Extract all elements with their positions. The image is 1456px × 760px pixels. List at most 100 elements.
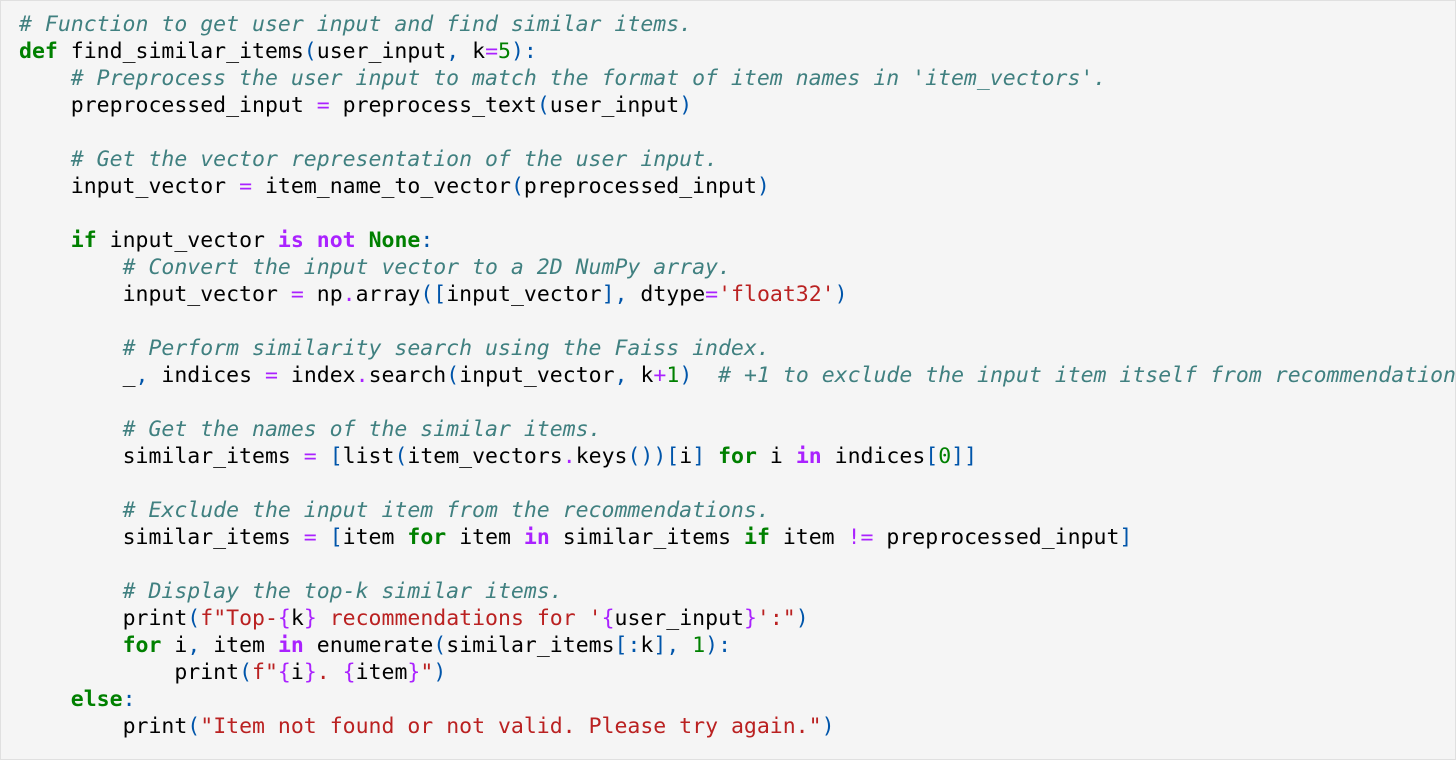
code-whitespace <box>19 444 123 469</box>
code-line: print(f"{i}. {item}") <box>19 659 1455 686</box>
code-operator: = <box>239 174 253 199</box>
code-whitespace <box>783 444 796 469</box>
code-line: preprocessed_input = preprocess_text(use… <box>19 92 1455 119</box>
code-identifier: dtype <box>640 282 706 307</box>
code-identifier: find_similar_items <box>70 39 304 64</box>
code-line: print("Item not found or not valid. Plea… <box>19 713 1455 740</box>
code-whitespace <box>19 147 71 172</box>
code-punctuation: ) <box>756 174 770 199</box>
code-string: 'float32' <box>718 282 835 307</box>
code-whitespace <box>356 228 369 253</box>
code-string: f" <box>252 660 278 685</box>
code-operator: { <box>342 660 356 685</box>
code-punctuation: ) <box>795 606 809 631</box>
code-whitespace <box>550 525 563 550</box>
code-punctuation: ): <box>510 39 537 64</box>
code-whitespace <box>705 444 718 469</box>
code-punctuation: ([ <box>420 282 447 307</box>
code-whitespace <box>19 687 71 712</box>
code-line: else: <box>19 686 1455 713</box>
code-whitespace <box>291 525 304 550</box>
code-operator: } <box>743 606 757 631</box>
code-whitespace <box>304 282 317 307</box>
code-line: # Get the vector representation of the u… <box>19 146 1455 173</box>
code-whitespace <box>511 525 524 550</box>
code-whitespace <box>679 633 692 658</box>
code-line: input_vector = item_name_to_vector(prepr… <box>19 173 1455 200</box>
code-identifier: user_input <box>316 39 447 64</box>
code-identifier: preprocessed_input <box>523 174 757 199</box>
code-operator: . <box>562 444 576 469</box>
code-whitespace <box>19 498 123 523</box>
code-identifier: list <box>342 444 395 469</box>
code-operator-word: in <box>523 525 550 550</box>
code-punctuation: ( <box>239 660 253 685</box>
code-punctuation: , <box>187 633 201 658</box>
code-line: # Display the top-k similar items. <box>19 578 1455 605</box>
code-punctuation: ) <box>834 282 848 307</box>
code-punctuation: ]] <box>951 444 978 469</box>
code-whitespace <box>835 525 848 550</box>
code-punctuation: [: <box>614 633 641 658</box>
code-comment: # Get the names of the similar items. <box>122 417 602 442</box>
code-operator: . <box>342 282 356 307</box>
code-operator: { <box>601 606 615 631</box>
code-punctuation: ) <box>433 660 447 685</box>
code-string: " <box>420 660 434 685</box>
code-identifier: input_vector <box>459 363 615 388</box>
code-identifier: indices <box>834 444 926 469</box>
code-comment: # Preprocess the user input to match the… <box>70 66 1107 91</box>
code-comment: # Function to get user input and find si… <box>19 12 693 37</box>
code-operator: { <box>277 660 291 685</box>
code-punctuation: [ <box>329 444 343 469</box>
code-punctuation: : <box>122 687 136 712</box>
code-operator: = <box>303 525 317 550</box>
code-identifier: k <box>290 606 304 631</box>
code-operator: . <box>355 363 369 388</box>
code-identifier: keys <box>575 444 628 469</box>
code-identifier: print <box>174 660 240 685</box>
code-identifier: i <box>769 444 783 469</box>
code-operator: = <box>290 282 304 307</box>
code-keyword: def <box>19 39 58 64</box>
code-operator: } <box>303 606 317 631</box>
code-whitespace <box>822 444 835 469</box>
code-line <box>19 308 1455 335</box>
code-line: # Convert the input vector to a 2D NumPy… <box>19 254 1455 281</box>
code-string: . <box>316 660 343 685</box>
code-whitespace <box>19 660 174 685</box>
code-identifier: preprocessed_input <box>886 525 1120 550</box>
code-punctuation: [ <box>925 444 939 469</box>
code-string: recommendations for ' <box>316 606 602 631</box>
code-whitespace <box>330 93 343 118</box>
code-whitespace <box>628 363 641 388</box>
code-punctuation: ( <box>303 39 317 64</box>
code-operator-word: in <box>795 444 822 469</box>
code-string: "Item not found or not valid. Please try… <box>200 714 822 739</box>
code-whitespace <box>459 39 472 64</box>
code-punctuation: ) <box>821 714 835 739</box>
code-identifier: item_name_to_vector <box>264 174 511 199</box>
code-line <box>19 119 1455 146</box>
code-identifier: index <box>290 363 356 388</box>
code-punctuation: ( <box>187 606 201 631</box>
code-identifier: similar_items <box>122 525 291 550</box>
code-identifier: item <box>213 633 265 658</box>
code-whitespace <box>19 525 123 550</box>
code-identifier: preprocessed_input <box>70 93 304 118</box>
code-identifier: np <box>316 282 343 307</box>
code-whitespace <box>317 444 330 469</box>
code-punctuation: ( <box>433 633 447 658</box>
code-line <box>19 470 1455 497</box>
code-operator: = <box>303 444 317 469</box>
code-string: ':" <box>756 606 796 631</box>
code-number: 1 <box>666 363 680 388</box>
code-block[interactable]: # Function to get user input and find si… <box>19 11 1455 740</box>
code-identifier: search <box>368 363 447 388</box>
code-operator: } <box>303 660 317 685</box>
code-whitespace <box>317 525 330 550</box>
code-identifier: k <box>472 39 486 64</box>
code-whitespace <box>692 363 718 388</box>
code-punctuation: ( <box>446 363 460 388</box>
